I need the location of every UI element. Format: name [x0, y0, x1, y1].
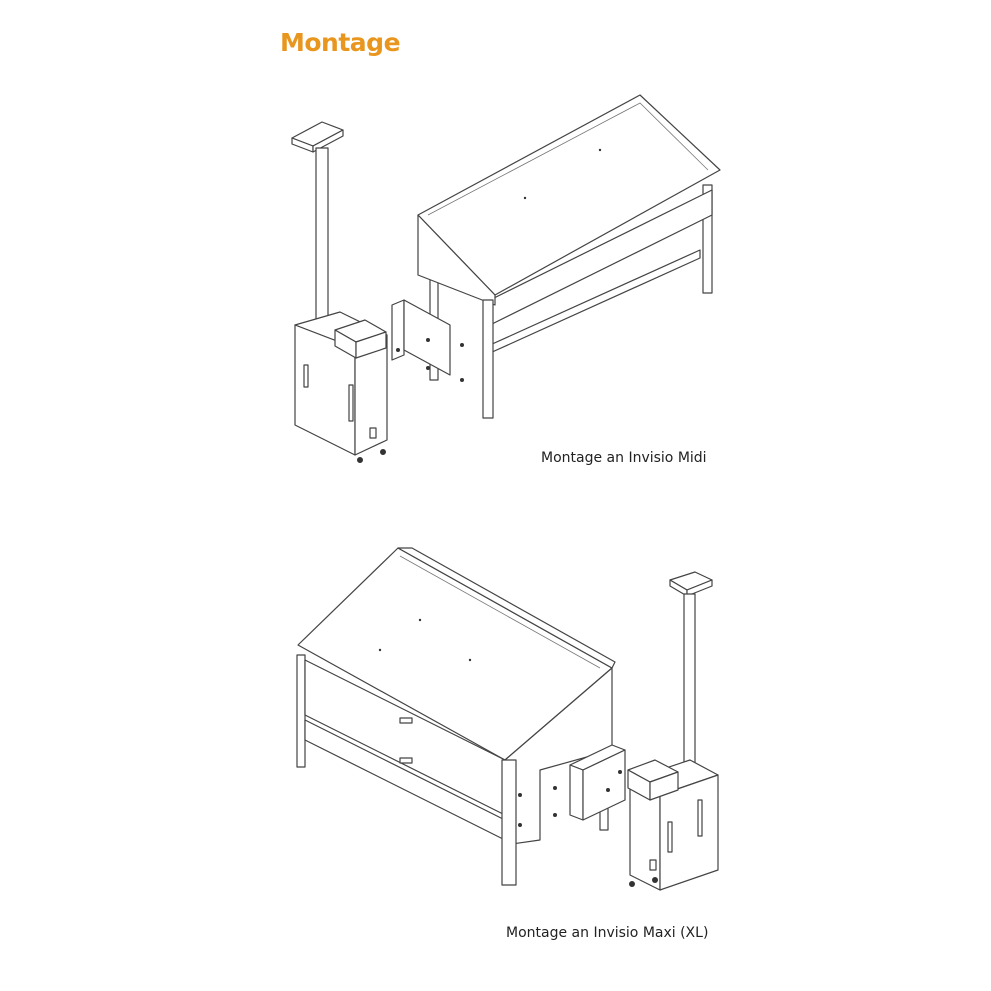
page-title: Montage: [280, 28, 401, 57]
midi-table-drawing: [417, 94, 721, 419]
maxi-unit-drawing: [627, 571, 719, 891]
caption-maxi-xl: Montage an Invisio Maxi (XL): [506, 925, 709, 941]
midi-unit-drawing: [291, 121, 388, 463]
midi-bracket-drawing: [391, 299, 464, 382]
maxi-bracket-drawing: [553, 744, 626, 821]
caption-midi: Montage an Invisio Midi: [541, 450, 707, 466]
maxi-table-drawing: [296, 547, 616, 886]
